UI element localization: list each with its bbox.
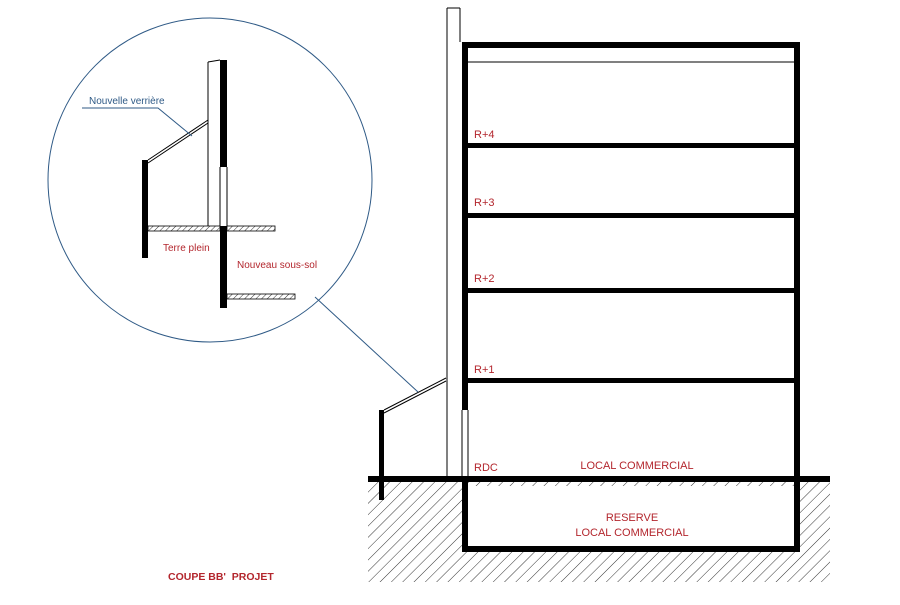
- label-floor-r4: R+4: [474, 129, 495, 141]
- label-reserve-local-commercial: LOCAL COMMERCIAL: [575, 527, 688, 539]
- label-terre-plein: Terre plein: [163, 243, 210, 254]
- slab-r1: [462, 378, 798, 383]
- ground-hatching: [368, 482, 830, 582]
- slab-basement: [462, 546, 798, 552]
- label-floor-rdc: RDC: [474, 462, 498, 474]
- drawing-title: COUPE BB' PROJET: [168, 571, 274, 583]
- wall-right: [794, 42, 800, 552]
- detail-callout: [47, 17, 419, 393]
- label-floor-r2: R+2: [474, 273, 495, 285]
- label-reserve: RESERVE: [606, 512, 658, 524]
- label-floor-r3: R+3: [474, 197, 495, 209]
- slab-r3: [462, 213, 798, 218]
- label-floor-r1: R+1: [474, 364, 495, 376]
- neighbour-wall: [446, 7, 461, 478]
- slab-ground: [368, 476, 830, 482]
- courtyard-wall: [379, 410, 384, 500]
- label-local-commercial: LOCAL COMMERCIAL: [580, 460, 693, 472]
- label-sous-sol: Nouveau sous-sol: [237, 260, 317, 271]
- label-verriere: Nouvelle verrière: [89, 96, 165, 107]
- slab-r4: [462, 143, 798, 148]
- wall-left-upper: [462, 42, 468, 410]
- slab-r2: [462, 288, 798, 293]
- wall-left-basement: [462, 482, 468, 552]
- building-section: [368, 42, 830, 552]
